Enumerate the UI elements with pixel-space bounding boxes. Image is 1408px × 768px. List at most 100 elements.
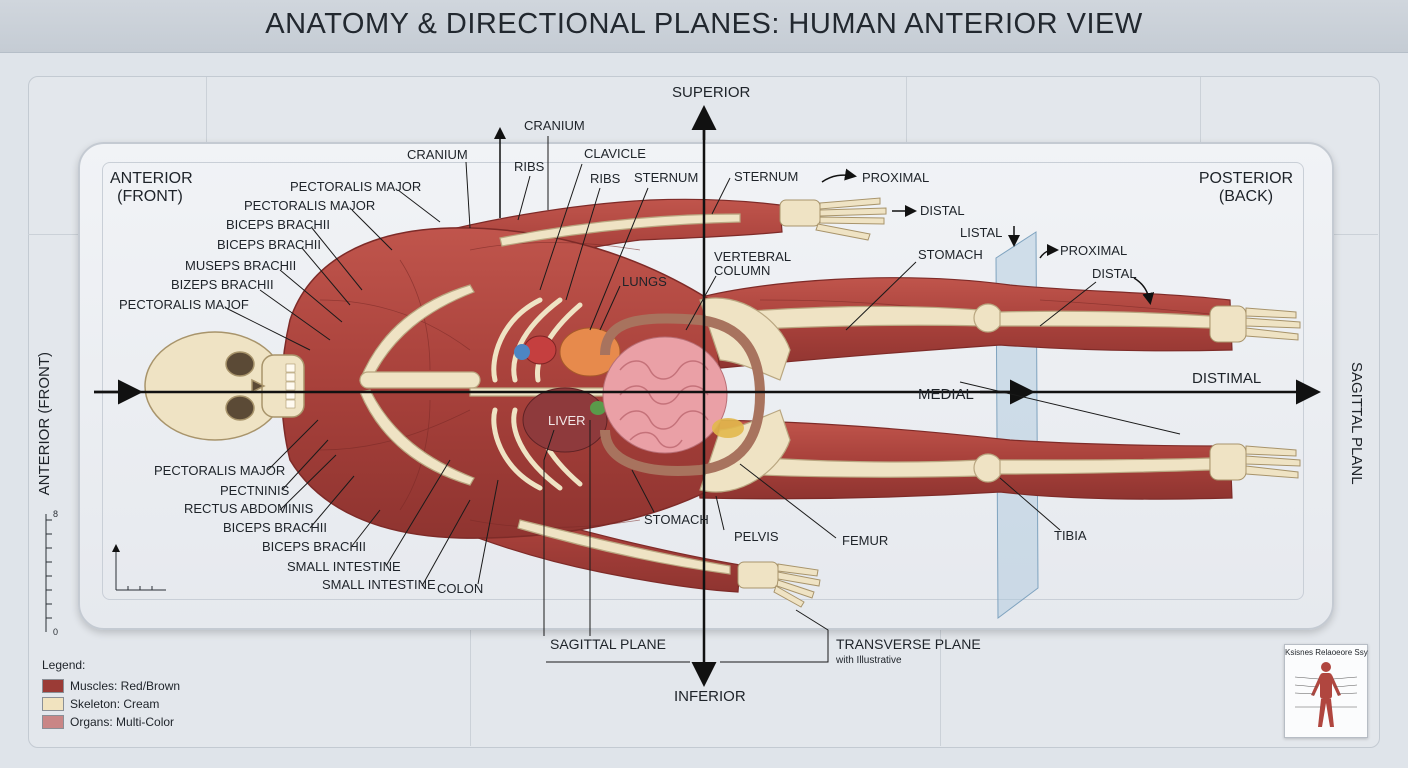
anterior-header: ANTERIOR (FRONT) xyxy=(110,170,193,206)
bladder-organ xyxy=(712,418,744,438)
hand-lower xyxy=(737,561,821,608)
label-pectoralis-major-3: PECTORALIS MAJOR xyxy=(154,463,286,478)
label-colon: COLON xyxy=(437,581,484,596)
label-stomach-top: STOMACH xyxy=(918,247,983,262)
grid-line xyxy=(940,626,941,746)
label-liver: LIVER xyxy=(548,413,586,428)
intestine-coils xyxy=(619,360,709,449)
label-vertebral-2: COLUMN xyxy=(714,263,771,278)
organs xyxy=(514,313,766,476)
label-ribs-top: RIBS xyxy=(514,159,545,174)
label-bizeps-brachii: BIZEPS BRACHII xyxy=(171,277,274,292)
ruler-top-label: 8 xyxy=(53,509,59,519)
lower-leg xyxy=(689,419,1233,500)
hands-feet xyxy=(737,197,1301,608)
nasal-cavity xyxy=(251,378,266,394)
ruler-bottom-label: 0 xyxy=(53,627,59,637)
legend-item-organs: Organs: Multi-Color xyxy=(42,713,180,731)
label-femur: FEMUR xyxy=(842,533,889,548)
proximal-top-arrow xyxy=(821,168,857,183)
posterior-header: POSTERIOR (BACK) xyxy=(1196,170,1296,206)
clavicle-bone-lower xyxy=(359,389,475,486)
label-vertebral-1: VERTEBRAL xyxy=(714,249,792,264)
label-cranium-top: CRANIUM xyxy=(524,118,585,133)
legend: Legend: Muscles: Red/Brown Skeleton: Cre… xyxy=(42,658,180,731)
label-biceps-brachii-4: BICEPS BRACHII xyxy=(262,539,367,554)
grid-line xyxy=(1330,234,1378,235)
side-label-left: ANTERIOR (FRONT) xyxy=(36,352,53,496)
eye-socket-lower xyxy=(225,395,255,421)
label-pectoralis-majof: PECTORALIS MAJOF xyxy=(119,297,249,312)
posterior-header-line-1: POSTERIOR xyxy=(1198,170,1294,187)
grid-line xyxy=(1200,77,1201,142)
gallbladder-organ xyxy=(590,401,606,415)
title-bar xyxy=(0,0,1408,53)
side-label-right: SAGITTAL PLANL xyxy=(1348,362,1365,485)
legend-label-organs: Organs: Multi-Color xyxy=(70,715,175,729)
sternum-bone xyxy=(359,371,481,389)
reference-figure-icon xyxy=(1294,662,1358,727)
label-pelvis: PELVIS xyxy=(734,529,779,544)
label-biceps-brachii-1: BICEPS BRACHII xyxy=(226,217,331,232)
label-museps-brachii: MUSEPS BRACHII xyxy=(185,258,297,273)
legend-label-skeleton: Skeleton: Cream xyxy=(70,697,160,711)
legend-swatch-skeleton xyxy=(42,697,64,711)
tibia-upper xyxy=(999,310,1211,329)
scale-ruler xyxy=(45,514,166,632)
leader-lines xyxy=(225,136,1181,663)
knee-lower xyxy=(973,453,1003,483)
label-small-intestine-1: SMALL INTESTINE xyxy=(287,559,401,574)
grid-line xyxy=(470,626,471,746)
torso xyxy=(281,227,721,539)
label-distal-right: DISTAL xyxy=(1092,266,1137,281)
directional-axes xyxy=(94,105,1321,687)
label-tibia: TIBIA xyxy=(1054,528,1087,543)
foot-lower xyxy=(1209,443,1301,481)
label-sternum-mid: STERNUM xyxy=(634,170,699,185)
label-pectoralis-major-2: PECTORALIS MAJOR xyxy=(244,198,376,213)
superior-label: SUPERIOR xyxy=(672,84,751,101)
label-pectoralis-major-1: PECTORALIS MAJOR xyxy=(290,179,422,194)
anterior-header-line-2: (FRONT) xyxy=(117,188,183,205)
medial-label: MEDIAL xyxy=(918,386,974,403)
label-lungs: LUNGS xyxy=(622,274,667,289)
skull xyxy=(144,331,305,441)
small-intestine-organ xyxy=(602,336,728,454)
page-title: ANATOMY & DIRECTIONAL PLANES: HUMAN ANTE… xyxy=(265,8,1143,40)
label-cranium-left: CRANIUM xyxy=(407,147,468,162)
legend-swatch-muscles xyxy=(42,679,64,693)
radius xyxy=(517,519,731,575)
grid-line xyxy=(906,77,907,142)
label-transverse-plane: TRANSVERSE PLANE xyxy=(836,636,981,652)
jaw-bone xyxy=(261,354,305,418)
label-ribs-mid: RIBS xyxy=(590,171,621,186)
proximal-right-arrow xyxy=(1039,244,1059,259)
label-proximal-top: PROXIMAL xyxy=(862,170,930,185)
knee-upper xyxy=(973,303,1003,333)
label-clavicle: CLAVICLE xyxy=(584,146,646,161)
lung-vessel xyxy=(514,344,530,360)
colon-organ xyxy=(600,313,766,476)
legend-swatch-organs xyxy=(42,715,64,729)
legend-item-skeleton: Skeleton: Cream xyxy=(42,695,180,713)
label-biceps-brachii-3: BICEPS BRACHII xyxy=(223,520,328,535)
label-pectninis: PECTNINIS xyxy=(220,483,290,498)
grid-line xyxy=(28,234,78,235)
foot-upper xyxy=(1209,305,1301,343)
hand-upper xyxy=(779,197,887,241)
small-arrows xyxy=(494,127,1155,305)
label-small-intestine-2: SMALL INTESTINE xyxy=(322,577,436,592)
liver-organ xyxy=(522,387,608,453)
legend-item-muscles: Muscles: Red/Brown xyxy=(42,677,180,695)
label-proximal-right: PROXIMAL xyxy=(1060,243,1128,258)
label-biceps-brachii-2: BICEPS BRACHII xyxy=(217,237,322,252)
label-sternum-right: STERNUM xyxy=(734,169,799,184)
label-transverse-sub: with Illustrative xyxy=(836,655,902,666)
label-distal-top: DISTAL xyxy=(920,203,965,218)
anterior-header-line-1: ANTERIOR xyxy=(110,170,193,187)
eye-socket-upper xyxy=(225,351,255,377)
reference-card: Ksisnes Relaoeore Ssy xyxy=(1284,644,1368,738)
label-listal: LISTAL xyxy=(960,225,1003,240)
legend-title: Legend: xyxy=(42,658,86,672)
